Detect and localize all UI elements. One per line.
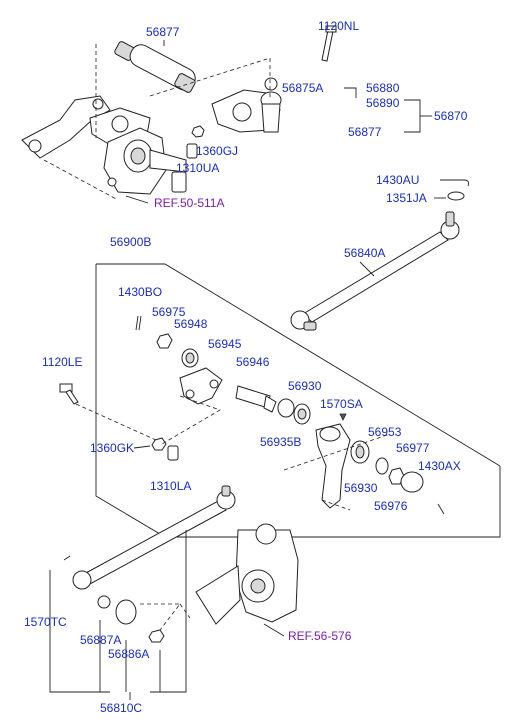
nut-56975 bbox=[156, 333, 173, 349]
ref-56-576[interactable]: REF.56-576 bbox=[288, 629, 352, 643]
label-1120LE[interactable]: 1120LE bbox=[42, 355, 82, 369]
label-56946[interactable]: 56946 bbox=[236, 355, 270, 369]
label-56870[interactable]: 56870 bbox=[434, 109, 468, 123]
tie-rod-end-56875A bbox=[211, 77, 282, 133]
label-56840A[interactable]: 56840A bbox=[344, 246, 385, 260]
label-1430AX[interactable]: 1430AX bbox=[418, 459, 461, 473]
bushing-56948 bbox=[181, 348, 199, 368]
cap-56977 bbox=[400, 471, 424, 493]
label-56877-top[interactable]: 56877 bbox=[146, 25, 180, 39]
label-1570SA[interactable]: 1570SA bbox=[320, 397, 363, 411]
ref-50-511A[interactable]: REF.50-511A bbox=[154, 196, 224, 210]
pin-1430AU bbox=[440, 179, 469, 187]
nut-1310LA bbox=[167, 445, 179, 461]
label-56810C[interactable]: 56810C bbox=[100, 701, 142, 715]
label-1120NL[interactable]: 1120NL bbox=[318, 19, 359, 33]
fitting-1570SA bbox=[339, 413, 347, 421]
label-56877-right[interactable]: 56877 bbox=[348, 125, 382, 139]
nut-56976 bbox=[388, 467, 405, 485]
seal-56930-upper bbox=[277, 398, 295, 418]
label-56977[interactable]: 56977 bbox=[396, 441, 430, 455]
label-1310LA[interactable]: 1310LA bbox=[150, 479, 191, 493]
label-56887A[interactable]: 56887A bbox=[80, 633, 121, 647]
label-1360GK[interactable]: 1360GK bbox=[90, 441, 134, 455]
bracket-56945 bbox=[179, 367, 223, 405]
tie-rod-sleeve-56877 bbox=[114, 41, 196, 93]
washer-1351JA bbox=[447, 191, 465, 201]
bushing-56935B bbox=[293, 403, 311, 425]
label-56930-bot[interactable]: 56930 bbox=[344, 481, 378, 495]
nut-1360GJ bbox=[191, 125, 205, 138]
label-56875A[interactable]: 56875A bbox=[282, 81, 323, 95]
cotter-pin-1430BO bbox=[135, 315, 142, 331]
nut-1360GK bbox=[151, 437, 167, 451]
label-1360GJ[interactable]: 1360GJ bbox=[196, 144, 238, 158]
steering-knuckle-arm bbox=[21, 95, 151, 159]
label-56935B[interactable]: 56935B bbox=[260, 435, 301, 449]
steering-knuckle-spindle bbox=[103, 127, 187, 195]
stud-1310UA bbox=[186, 143, 198, 159]
bolt-1120LE bbox=[59, 383, 79, 405]
seal-56887A bbox=[97, 595, 111, 609]
label-1430AU[interactable]: 1430AU bbox=[376, 173, 419, 187]
tie-rod-56840A bbox=[290, 211, 460, 331]
nut-bottom bbox=[148, 629, 165, 643]
label-56880[interactable]: 56880 bbox=[366, 81, 400, 95]
steering-gear-box bbox=[195, 523, 299, 625]
label-1570TC[interactable]: 1570TC bbox=[24, 615, 67, 629]
center-link-56810C bbox=[72, 485, 236, 590]
label-1310UA[interactable]: 1310UA bbox=[176, 161, 219, 175]
idler-arm bbox=[315, 423, 351, 509]
washer-56930-lower bbox=[375, 457, 389, 475]
label-56945[interactable]: 56945 bbox=[208, 337, 242, 351]
label-56975[interactable]: 56975 bbox=[152, 305, 186, 319]
bushing-56886A bbox=[115, 599, 137, 625]
label-56976[interactable]: 56976 bbox=[374, 499, 408, 513]
label-56953[interactable]: 56953 bbox=[368, 425, 402, 439]
cotter-pin-1430AX bbox=[437, 503, 445, 515]
label-1430BO[interactable]: 1430BO bbox=[118, 285, 162, 299]
bolt-1120NL bbox=[321, 25, 337, 62]
label-56930-top[interactable]: 56930 bbox=[288, 379, 322, 393]
bushing-56953 bbox=[350, 440, 370, 464]
label-56890[interactable]: 56890 bbox=[366, 96, 400, 110]
label-1351JA[interactable]: 1351JA bbox=[386, 191, 427, 205]
shaft-56946 bbox=[235, 385, 277, 413]
label-56900B[interactable]: 56900B bbox=[110, 235, 151, 249]
label-56886A[interactable]: 56886A bbox=[108, 647, 149, 661]
label-56948[interactable]: 56948 bbox=[174, 317, 208, 331]
fitting-1570TC bbox=[63, 555, 71, 561]
